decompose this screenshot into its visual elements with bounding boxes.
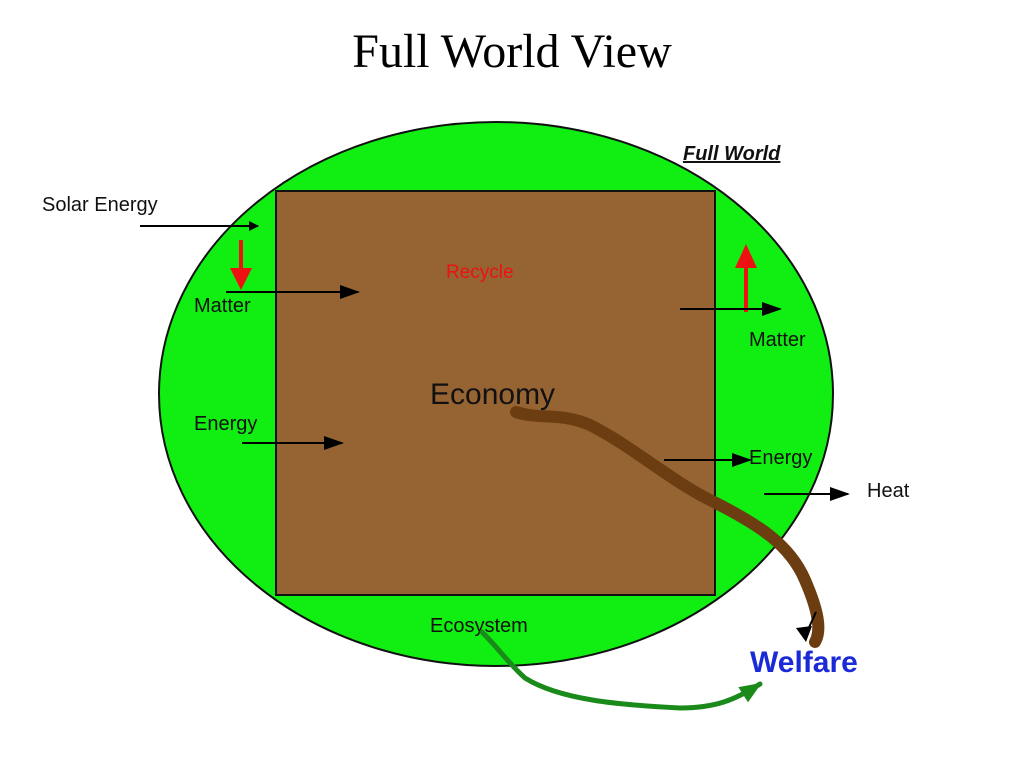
recycle-label: Recycle: [446, 262, 514, 283]
matter-out-label: Matter: [749, 329, 806, 351]
full-world-label: Full World: [683, 143, 781, 165]
welfare-label: Welfare: [750, 646, 858, 679]
economy-welfare-arrowhead: [796, 611, 817, 642]
matter-in-red-arrow: [230, 240, 252, 290]
energy-out-label: Energy: [749, 447, 812, 469]
ecosystem-welfare-path: [479, 629, 763, 711]
economy-box: [275, 190, 716, 596]
economy-welfare-path: [510, 406, 825, 648]
slide-title: Full World View: [352, 25, 672, 78]
heat-label: Heat: [867, 480, 910, 502]
ecosystem-label: Ecosystem: [430, 615, 528, 637]
matter-out-red-arrow: [735, 244, 757, 312]
solar-energy-label: Solar Energy: [42, 194, 158, 216]
energy-in-label: Energy: [194, 413, 257, 435]
economy-label: Economy: [430, 378, 555, 411]
matter-in-label: Matter: [194, 295, 251, 317]
